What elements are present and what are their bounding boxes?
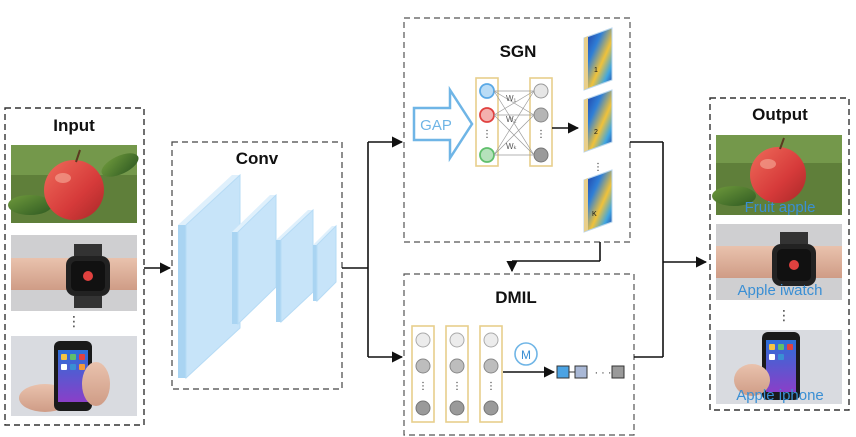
sgn-node-green bbox=[479, 147, 495, 163]
conv-layers bbox=[178, 173, 337, 380]
svg-text:⋮: ⋮ bbox=[777, 307, 791, 323]
weight-label-1: W₁ bbox=[506, 94, 517, 103]
dmil-column-3: ⋮ bbox=[479, 325, 503, 423]
map-label-k: K bbox=[592, 211, 597, 218]
arrow-sgn-to-dmil bbox=[506, 242, 601, 273]
sgn-panel: SGN GAP ⋮ ⋮ W₁ W₂ Wₖ 1 bbox=[403, 17, 631, 243]
output-watch-image bbox=[716, 224, 842, 300]
input-apple-image bbox=[8, 145, 139, 223]
sgn-node-out bbox=[533, 83, 549, 99]
sgn-node-red bbox=[479, 107, 495, 123]
sgn-title: SGN bbox=[500, 42, 537, 61]
sgn-feature-maps: 1 2 ⋮ K bbox=[583, 27, 613, 233]
weight-label-k: Wₖ bbox=[506, 142, 517, 151]
sgn-node-blue bbox=[479, 83, 495, 99]
output-phone-image bbox=[716, 330, 842, 404]
svg-text:⋮: ⋮ bbox=[593, 162, 603, 173]
input-panel: Input ⋮ bbox=[4, 107, 145, 426]
map-label-1: 1 bbox=[594, 67, 598, 74]
sgn-column-right bbox=[529, 77, 553, 167]
dmil-column-2: ⋮ bbox=[445, 325, 469, 423]
sgn-node-out bbox=[533, 147, 549, 163]
output-title: Output bbox=[752, 105, 808, 124]
merge-node: M bbox=[514, 342, 538, 366]
input-ellipsis: ⋮ bbox=[67, 313, 81, 329]
input-watch-image bbox=[11, 235, 137, 311]
dmil-title: DMIL bbox=[495, 288, 537, 307]
conv-title: Conv bbox=[236, 149, 279, 168]
arrow-dmil-to-output bbox=[634, 256, 708, 358]
input-title: Input bbox=[53, 116, 95, 135]
conv-panel: Conv bbox=[171, 141, 343, 390]
input-phone-image bbox=[11, 336, 137, 416]
map-label-2: 2 bbox=[594, 129, 598, 136]
svg-text:· · ·: · · · bbox=[594, 367, 611, 379]
output-caption-2: Apple iwatch bbox=[737, 282, 822, 299]
output-apple-image bbox=[712, 135, 842, 215]
dmil-column-1: ⋮ bbox=[411, 325, 435, 423]
output-caption-3: Apple iphone bbox=[736, 387, 824, 404]
sgn-connections bbox=[493, 90, 535, 156]
output-caption-1: Fruit apple bbox=[745, 199, 816, 216]
merge-label: M bbox=[521, 348, 531, 362]
output-panel: Output Fruit apple Apple iwatch ⋮ bbox=[709, 97, 850, 411]
dmil-bag-vector: · · · bbox=[556, 365, 625, 379]
sgn-column-left bbox=[475, 77, 499, 167]
gap-arrow: GAP bbox=[412, 85, 474, 163]
sgn-node-out bbox=[533, 107, 549, 123]
svg-text:⋮: ⋮ bbox=[486, 381, 496, 392]
weight-label-2: W₂ bbox=[506, 115, 517, 124]
arrow-sgn-to-output bbox=[630, 141, 664, 262]
dmil-panel: DMIL ⋮ ⋮ ⋮ M bbox=[403, 273, 635, 436]
gap-label: GAP bbox=[420, 117, 452, 134]
svg-text:⋮: ⋮ bbox=[536, 129, 546, 140]
svg-text:⋮: ⋮ bbox=[418, 381, 428, 392]
svg-text:⋮: ⋮ bbox=[482, 129, 492, 140]
arrow-conv-split bbox=[342, 136, 404, 363]
svg-text:⋮: ⋮ bbox=[452, 381, 462, 392]
